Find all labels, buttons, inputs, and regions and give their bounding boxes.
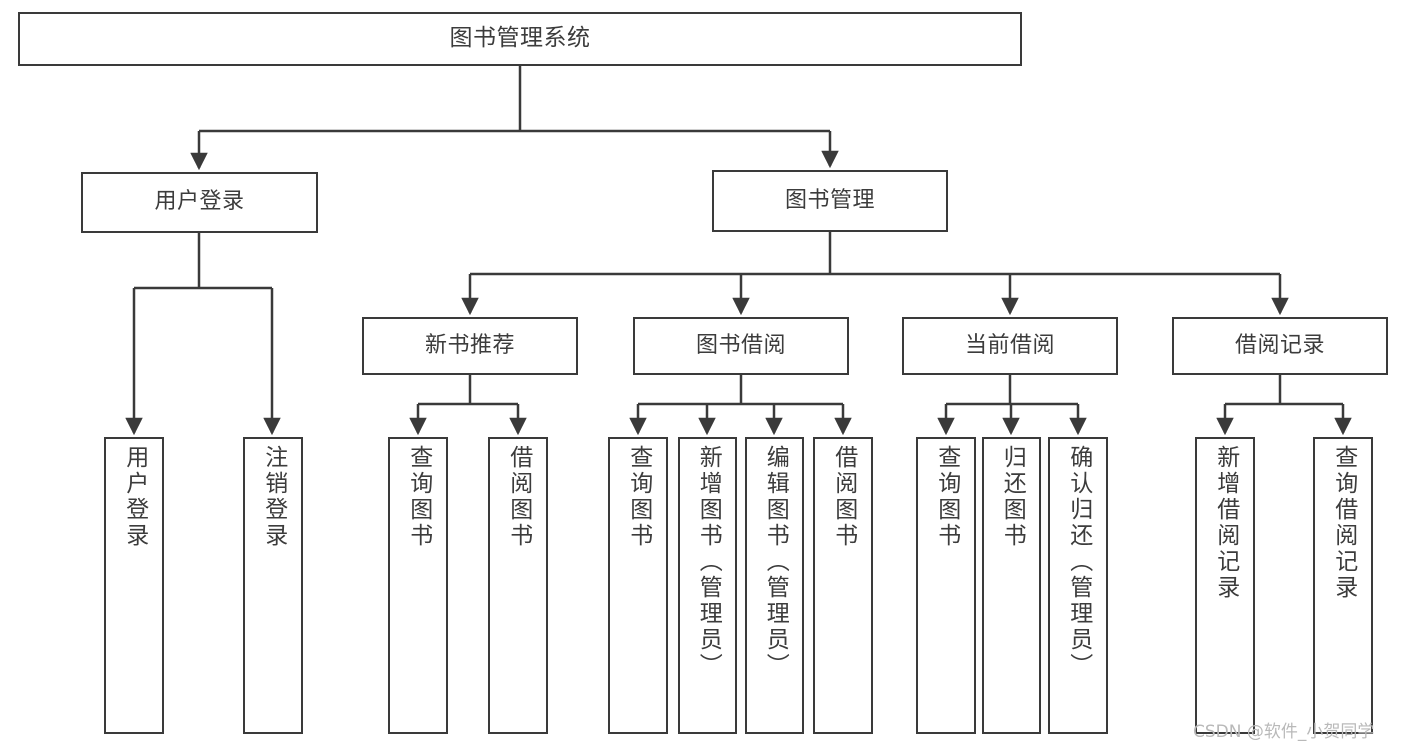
node-label: 新增图书（管理员） bbox=[695, 445, 722, 679]
node-label: 归还图书 bbox=[999, 445, 1026, 549]
node-leaf-return-book[interactable]: 归还图书 bbox=[982, 437, 1041, 734]
node-root[interactable]: 图书管理系统 bbox=[18, 12, 1022, 66]
node-label: 借阅记录 bbox=[1234, 332, 1325, 358]
node-leaf-query-book-rec[interactable]: 查询图书 bbox=[388, 437, 448, 734]
node-current-borrow[interactable]: 当前借阅 bbox=[902, 317, 1118, 375]
node-leaf-borrow-book[interactable]: 借阅图书 bbox=[813, 437, 873, 734]
node-label: 新增借阅记录 bbox=[1212, 445, 1239, 601]
node-label: 查询图书 bbox=[625, 445, 652, 549]
node-label: 借阅图书 bbox=[830, 445, 857, 549]
node-leaf-query-book-borrow[interactable]: 查询图书 bbox=[608, 437, 668, 734]
node-label: 查询图书 bbox=[405, 445, 432, 549]
node-label: 用户登录 bbox=[154, 189, 245, 215]
node-label: 图书管理 bbox=[784, 187, 875, 213]
node-leaf-add-book[interactable]: 新增图书（管理员） bbox=[678, 437, 737, 734]
node-leaf-user-login[interactable]: 用户登录 bbox=[104, 437, 164, 734]
node-leaf-edit-book[interactable]: 编辑图书（管理员） bbox=[745, 437, 804, 734]
node-borrow-record[interactable]: 借阅记录 bbox=[1172, 317, 1388, 375]
node-label: 借阅图书 bbox=[505, 445, 532, 549]
node-label: 确认归还（管理员） bbox=[1065, 445, 1092, 679]
csdn-watermark: CSDN @软件_小贺同学 bbox=[1193, 722, 1375, 742]
node-label: 新书推荐 bbox=[424, 332, 515, 358]
node-label: 编辑图书（管理员） bbox=[762, 445, 789, 679]
node-label: 图书借阅 bbox=[695, 332, 786, 358]
node-label: 查询图书 bbox=[933, 445, 960, 549]
node-leaf-add-record[interactable]: 新增借阅记录 bbox=[1195, 437, 1255, 734]
node-leaf-query-record[interactable]: 查询借阅记录 bbox=[1313, 437, 1373, 734]
node-user-login[interactable]: 用户登录 bbox=[81, 172, 318, 233]
node-label: 用户登录 bbox=[121, 445, 148, 549]
node-leaf-borrow-book-rec[interactable]: 借阅图书 bbox=[488, 437, 548, 734]
node-label: 注销登录 bbox=[260, 445, 287, 549]
node-label: 当前借阅 bbox=[964, 332, 1055, 358]
node-label: 查询借阅记录 bbox=[1330, 445, 1357, 601]
node-book-borrow[interactable]: 图书借阅 bbox=[633, 317, 849, 375]
node-label: 图书管理系统 bbox=[449, 25, 591, 52]
node-book-manage[interactable]: 图书管理 bbox=[712, 170, 948, 232]
node-leaf-query-book-cur[interactable]: 查询图书 bbox=[916, 437, 976, 734]
node-new-book-rec[interactable]: 新书推荐 bbox=[362, 317, 578, 375]
node-leaf-confirm-return[interactable]: 确认归还（管理员） bbox=[1048, 437, 1108, 734]
node-leaf-logout[interactable]: 注销登录 bbox=[243, 437, 303, 734]
